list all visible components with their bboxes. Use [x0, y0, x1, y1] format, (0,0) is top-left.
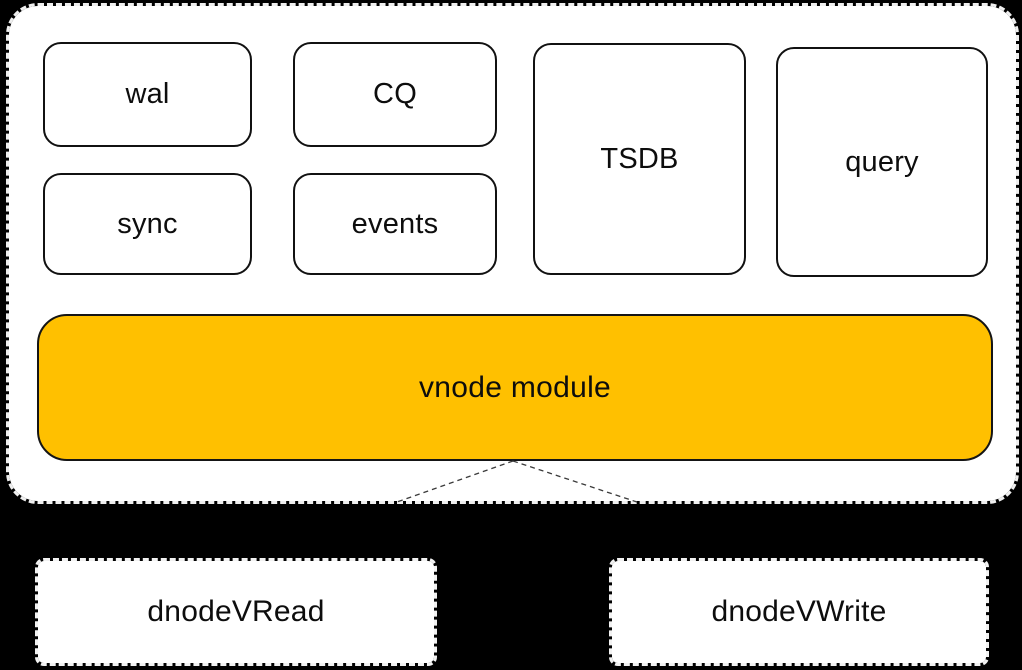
dnode-vread-label: dnodeVRead: [147, 595, 325, 628]
module-box-sync: sync: [43, 173, 252, 275]
vnode-module-label: vnode module: [418, 370, 612, 404]
module-label-query: query: [845, 145, 919, 178]
dnode-vwrite-box: dnodeVWrite: [609, 558, 989, 666]
module-label-sync: sync: [117, 207, 178, 240]
module-label-events: events: [351, 207, 439, 240]
module-label-tsdb: TSDB: [600, 142, 679, 175]
vnode-panel: wal CQ sync events TSDB query vnode modu…: [6, 3, 1019, 504]
vnode-module-bar: vnode module: [37, 314, 993, 461]
module-box-events: events: [293, 173, 497, 275]
module-label-cq: CQ: [373, 78, 417, 110]
module-box-wal: wal: [43, 42, 252, 147]
module-box-tsdb: TSDB: [533, 43, 746, 275]
module-box-query: query: [776, 47, 988, 277]
module-label-wal: wal: [125, 78, 170, 110]
dnode-vread-box: dnodeVRead: [35, 558, 437, 666]
dnode-vwrite-label: dnodeVWrite: [711, 595, 887, 628]
module-box-cq: CQ: [293, 42, 497, 147]
